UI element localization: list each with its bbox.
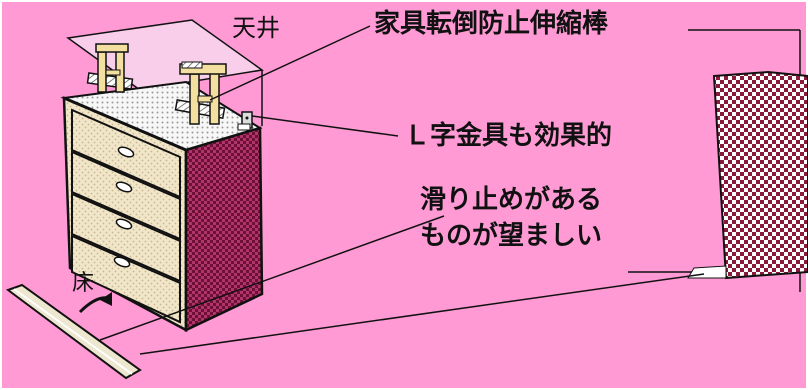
drawer-2 bbox=[71, 150, 181, 241]
tilted-cabinet bbox=[687, 70, 808, 280]
label-floor: 床 bbox=[72, 271, 94, 296]
label-ceiling: 天井 bbox=[232, 14, 280, 42]
label-tension-rod: 家具転倒防止伸縮棒 bbox=[374, 8, 609, 39]
label-non-slip-2: ものが望ましい bbox=[420, 220, 602, 251]
tension-rod-left bbox=[86, 43, 134, 93]
drawer-1 bbox=[71, 108, 181, 199]
curved-arrow-icon bbox=[78, 292, 112, 314]
drawer-3 bbox=[71, 192, 181, 283]
leader-lines bbox=[99, 25, 705, 355]
dresser bbox=[60, 80, 264, 333]
label-non-slip-1: 滑り止めがある bbox=[420, 184, 602, 215]
tension-rod-right bbox=[174, 61, 227, 125]
drawer-4 bbox=[71, 234, 181, 324]
l-bracket bbox=[237, 111, 253, 131]
label-l-bracket: Ｌ字金具も効果的 bbox=[404, 120, 612, 151]
non-slip-strip bbox=[5, 283, 142, 380]
